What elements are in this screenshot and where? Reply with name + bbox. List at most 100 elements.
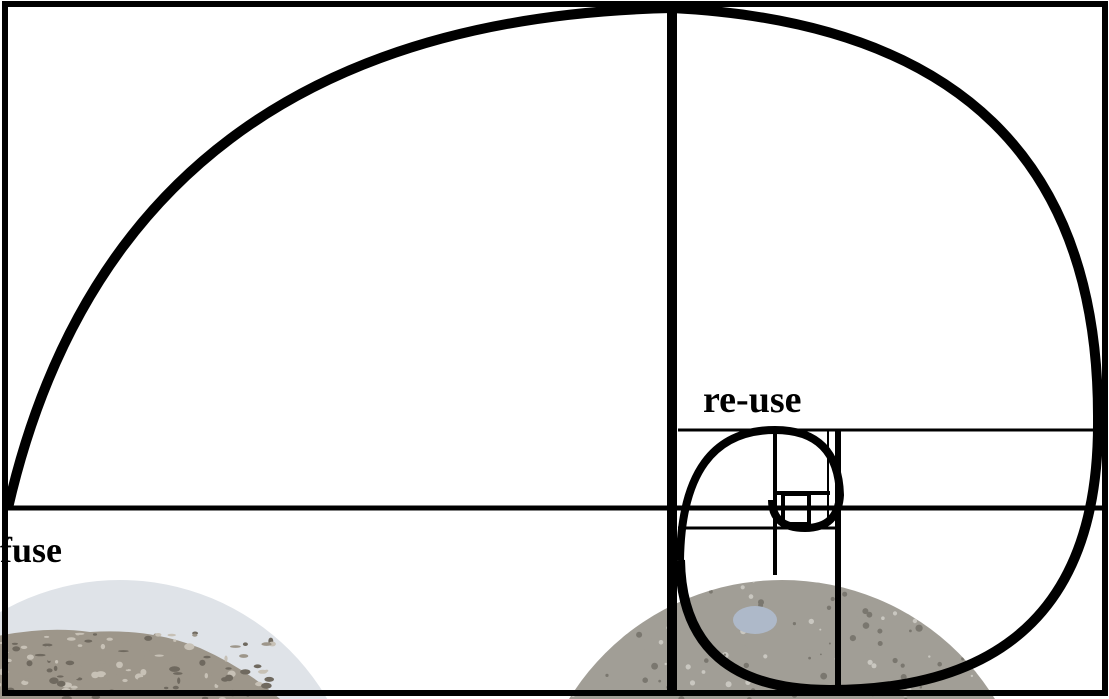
rubble-speck — [935, 609, 938, 612]
rubble-speck — [651, 663, 658, 670]
gravel-speck — [27, 660, 33, 666]
rubble-speck — [621, 581, 624, 584]
rubble-speck — [820, 654, 822, 656]
rubble-speck — [975, 669, 979, 673]
rubble-speck — [616, 607, 620, 611]
gravel-speck — [167, 657, 177, 663]
rubble-speck — [788, 586, 793, 591]
spiral-arc-large — [8, 8, 672, 508]
rubble-speck — [809, 619, 814, 624]
gravel-speck — [169, 666, 180, 672]
gravel-speck — [225, 667, 231, 669]
rubble-speck — [594, 629, 599, 634]
gravel-speck — [41, 667, 47, 673]
rubble-speck — [971, 675, 973, 677]
rubble-speck — [788, 581, 791, 584]
gravel-speck — [122, 679, 127, 682]
rubble-speck — [923, 597, 928, 602]
gravel-speck — [184, 643, 194, 650]
rubble-speck — [539, 590, 541, 592]
gravel-speck — [67, 637, 76, 641]
rubble-speck — [899, 646, 904, 651]
gravel-speck — [140, 669, 146, 675]
rubble-speck — [550, 621, 552, 623]
gravel-speck — [143, 650, 150, 652]
rubble-speck — [724, 654, 726, 656]
rubble-speck — [601, 581, 604, 584]
rubble-speck — [1014, 681, 1016, 683]
gravel-speck — [155, 655, 164, 657]
gravel-speck — [12, 646, 20, 651]
gravel-speck — [164, 687, 168, 689]
gravel-speck — [12, 643, 18, 645]
rubble-speck — [971, 607, 976, 612]
rubble-speck — [993, 613, 996, 616]
gravel-speck — [27, 655, 34, 660]
rubble-speck — [763, 654, 767, 658]
rubble-speck — [882, 591, 888, 597]
gravel-speck — [24, 678, 35, 681]
gravel-speck — [187, 673, 191, 679]
rubble-speck — [539, 613, 543, 617]
gravel-speck — [57, 675, 64, 677]
rubble-speck — [704, 658, 709, 663]
gravel-speck — [173, 639, 176, 642]
rubble-speck — [659, 640, 664, 645]
rubble-speck — [690, 680, 695, 685]
gravel-speck — [225, 675, 233, 682]
gravel-speck — [107, 638, 113, 641]
rubble-speck — [658, 680, 661, 683]
gravel-speck — [99, 663, 110, 669]
gravel-speck — [44, 636, 49, 638]
gravel-speck — [144, 636, 152, 641]
gravel-speck — [168, 634, 176, 637]
rubble-speck — [920, 686, 923, 689]
rubble-speck — [1017, 609, 1019, 611]
rubble-speck — [904, 588, 909, 593]
rubble-speck — [867, 612, 873, 618]
rubble-speck — [634, 599, 637, 602]
rubble-speck — [973, 604, 980, 611]
gravel-speck — [224, 656, 227, 662]
gravel-speck — [66, 661, 75, 666]
gravel-speck — [76, 633, 80, 635]
gravel-speck — [55, 660, 58, 664]
rubble-speck — [881, 616, 885, 620]
gravel-speck — [21, 646, 28, 649]
gravel-speck — [121, 642, 132, 649]
gravel-speck — [47, 668, 53, 672]
rubble-speck — [742, 645, 748, 651]
gravel-speck — [173, 686, 179, 690]
rubble-speck — [702, 670, 706, 674]
rubble-speck — [665, 663, 667, 665]
gravel-speck — [144, 655, 147, 662]
gravel-speck — [199, 660, 205, 666]
rubble-speck — [899, 657, 905, 663]
rubble-speck — [758, 599, 764, 605]
rubble-speck — [852, 616, 859, 623]
rubble-speck — [597, 581, 599, 583]
gravel-speck — [101, 644, 105, 649]
gravel-speck — [261, 642, 271, 646]
gravel-speck — [39, 677, 46, 680]
rubble-speck — [916, 625, 923, 632]
gravel-speck — [265, 670, 268, 672]
gravel-speck — [57, 681, 66, 687]
gravel-speck — [207, 673, 218, 676]
gravel-speck — [216, 682, 225, 686]
gravel-speck — [7, 652, 16, 657]
rubble-speck — [905, 586, 910, 591]
gravel-speck — [35, 654, 46, 656]
gravel-speck — [261, 683, 272, 689]
rubble-speck — [749, 594, 754, 599]
rubble-speck — [688, 669, 693, 674]
rubble-speck — [649, 633, 654, 638]
gravel-speck — [172, 641, 180, 643]
rubble-speck — [546, 667, 548, 669]
gravel-speck — [80, 663, 90, 667]
gravel-speck — [18, 673, 22, 676]
rubble-speck — [962, 644, 968, 650]
rubble-speck — [845, 659, 847, 661]
rubble-speck — [741, 585, 745, 589]
